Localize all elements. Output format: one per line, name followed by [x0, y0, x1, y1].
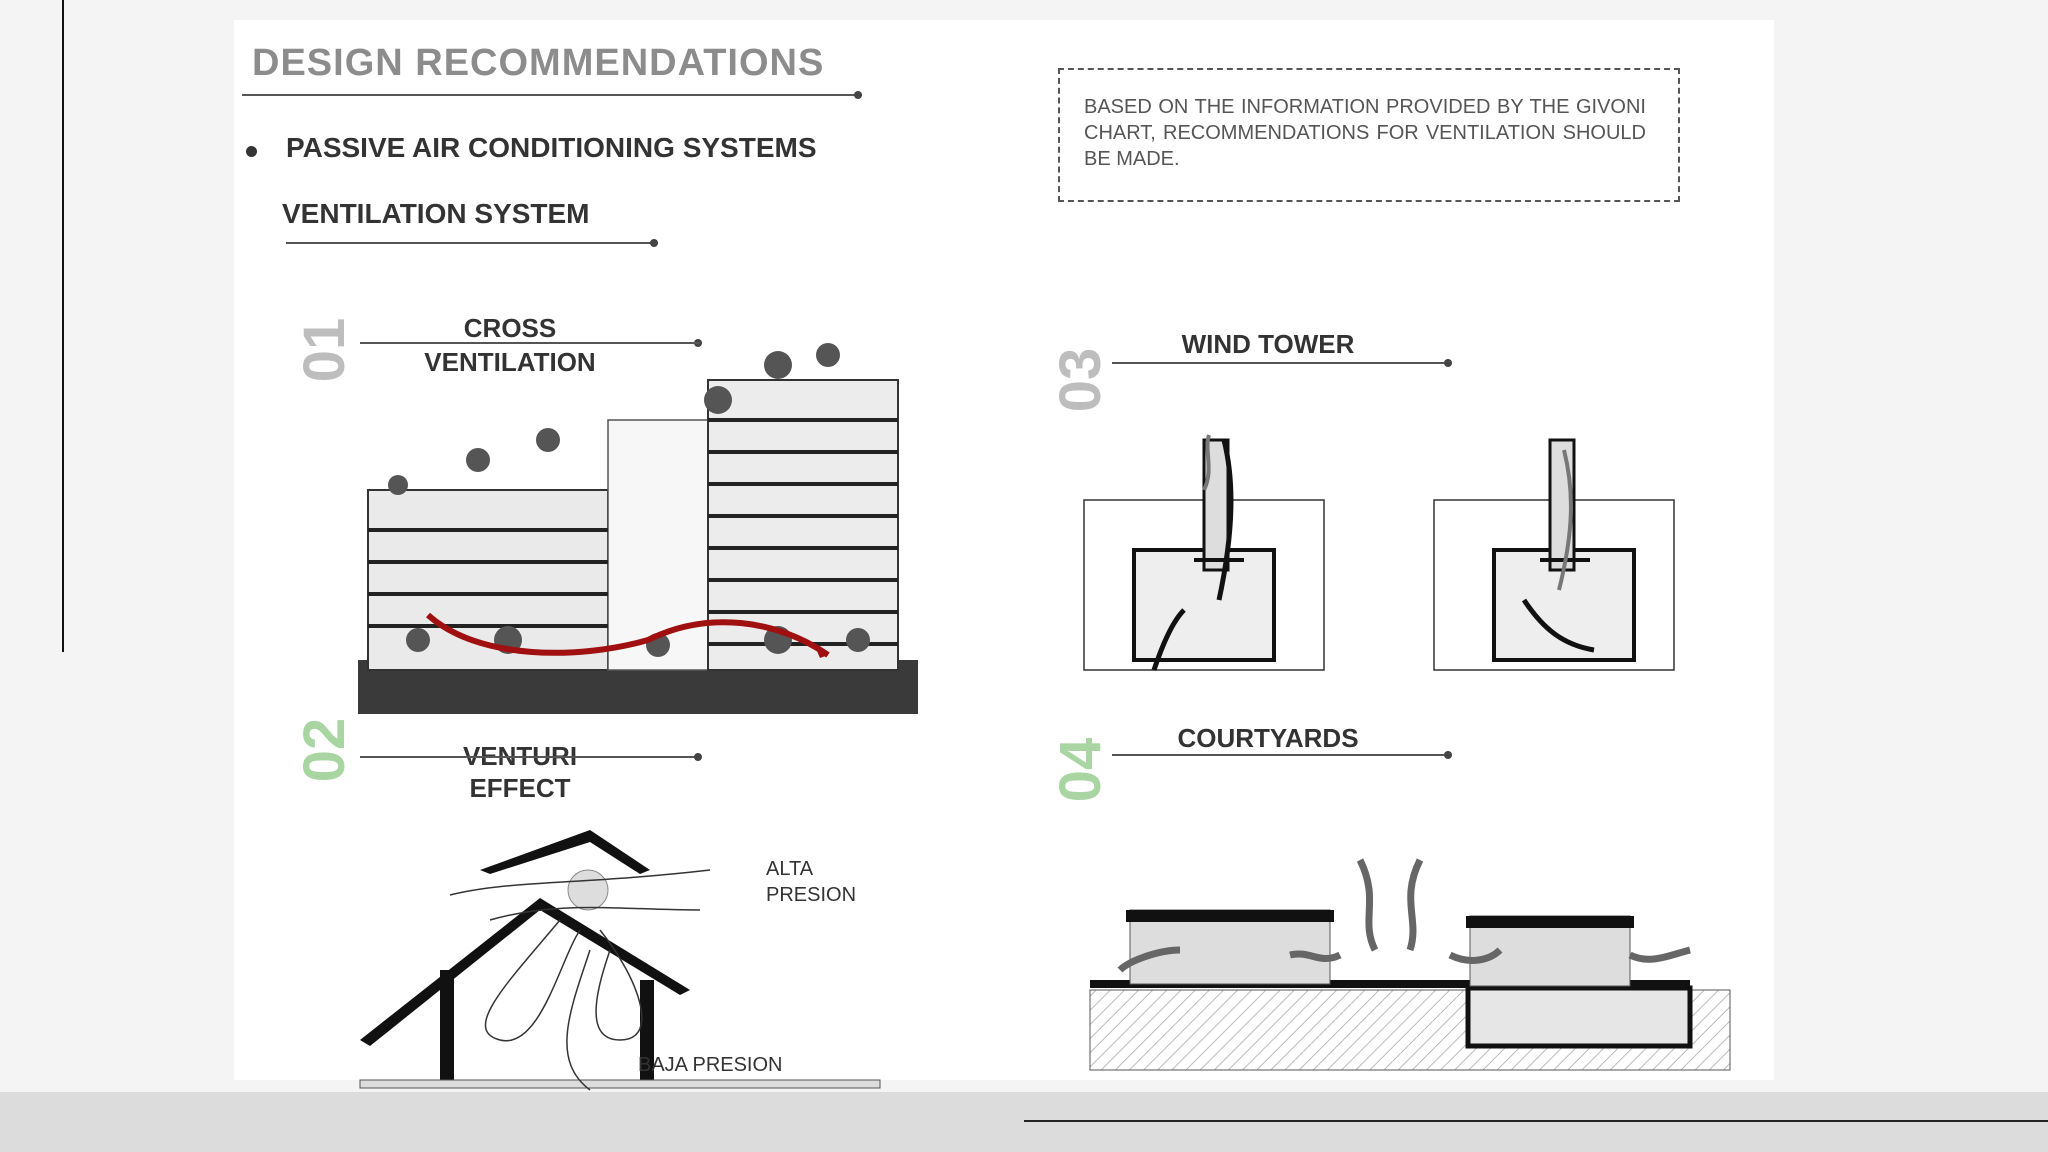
section-number-03: 03 [1048, 347, 1113, 413]
section-number-02: 02 [292, 717, 357, 783]
footer-band [0, 1092, 2048, 1152]
page-title: DESIGN RECOMMENDATIONS [252, 42, 825, 84]
section-02-underline-dot [694, 753, 702, 761]
note-box: BASED ON THE INFORMATION PROVIDED BY THE… [1058, 68, 1680, 202]
section-03-underline [1112, 362, 1448, 364]
high-pressure-label-line1: ALTA [766, 858, 814, 880]
title-underline [242, 94, 862, 96]
title-underline-dot [854, 91, 862, 99]
section-02-title-line2: EFFECT [469, 773, 571, 803]
high-pressure-label-line2: PRESION [766, 884, 857, 906]
section-04-underline-dot [1444, 751, 1452, 759]
section-underline-dot [650, 239, 658, 247]
section-01-title: CROSS [420, 312, 600, 344]
section-underline [286, 242, 658, 244]
section-03-title: WIND TOWER [1181, 329, 1355, 359]
wind-tower-illustration [1083, 434, 1675, 671]
section-01-rule [360, 342, 700, 344]
section-01-title-line2: VENTILATION [424, 347, 596, 377]
subtitle: PASSIVE AIR CONDITIONING SYSTEMS [286, 132, 817, 163]
section-number-04: 04 [1048, 737, 1113, 803]
section-04-title: COURTYARDS [1177, 723, 1359, 753]
section-04-underline [1112, 754, 1448, 756]
section-02-underline [360, 756, 700, 758]
section-number-01: 01 [292, 317, 357, 383]
cross-ventilation-illustration [358, 343, 918, 714]
bullet-icon [246, 146, 257, 157]
section-03-underline-dot [1444, 359, 1452, 367]
venturi-effect-illustration [359, 830, 881, 1091]
slide-page: DESIGN RECOMMENDATIONS PASSIVE AIR CONDI… [234, 20, 1774, 1091]
low-pressure-label: BAJA PRESION [638, 1054, 783, 1076]
section-heading: VENTILATION SYSTEM [282, 198, 590, 229]
section-01-title-line1: CROSS [463, 313, 557, 343]
courtyards-illustration [1089, 858, 1731, 1071]
left-divider-line [62, 0, 64, 652]
footer-line [1024, 1120, 2048, 1122]
